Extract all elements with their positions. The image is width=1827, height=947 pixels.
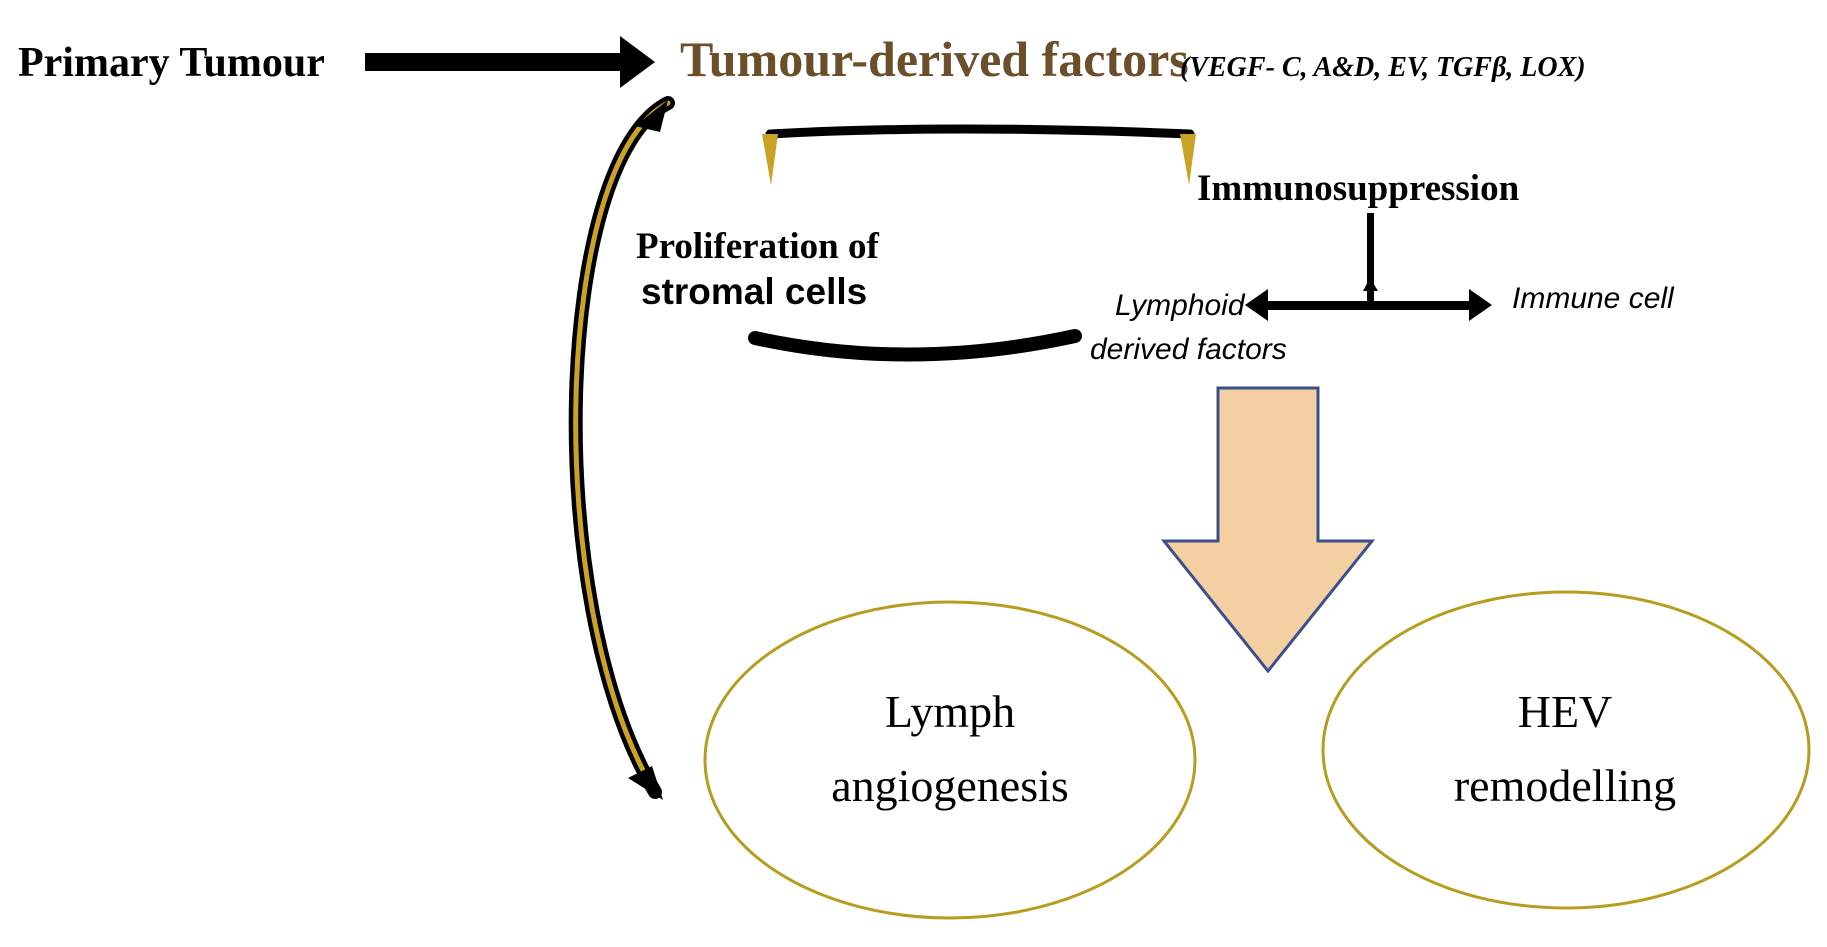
stromal-arc (748, 329, 1082, 362)
hev-remodelling-ellipse (1321, 590, 1811, 910)
lymph-angiogenesis-ellipse (703, 600, 1197, 920)
lymph-angiogenesis-label: Lymph angiogenesis (800, 675, 1100, 822)
primary-to-factors-arrow (365, 36, 655, 88)
lymphoid-immune-double-arrow (1245, 289, 1492, 321)
hev-line2: remodelling (1453, 759, 1677, 811)
lymph-line1: Lymph (884, 686, 1016, 737)
lymph-line2: angiogenesis (831, 759, 1069, 811)
immunosuppression-label: Immunosuppression (1197, 168, 1520, 209)
hev-remodelling-label: HEV remodelling (1415, 675, 1715, 822)
top-bracket (762, 124, 1196, 185)
lymphoid-derived-factors-label: Lymphoid derived factors (1090, 284, 1287, 371)
proliferation-line1: Proliferation of (636, 226, 879, 267)
lymphoid-line2: derived factors (1090, 332, 1287, 366)
hev-line1: HEV (1517, 686, 1613, 737)
curved-arrow-to-lymph-angiogenesis (568, 96, 675, 800)
tumour-derived-factors-label: Tumour-derived factors (680, 31, 1189, 87)
factors-list-label: (VEGF- C, A&D, EV, TGFβ, LOX) (1180, 52, 1586, 83)
lymphoid-line1: Lymphoid (1115, 289, 1245, 322)
immune-cell-label: Immune cell (1512, 282, 1674, 315)
big-down-arrow (1160, 386, 1376, 674)
proliferation-label: Proliferation of stromal cells (636, 224, 879, 314)
primary-tumour-label: Primary Tumour (18, 40, 325, 86)
proliferation-line2: stromal cells (641, 271, 868, 313)
immunosuppression-arrow (1363, 213, 1378, 305)
